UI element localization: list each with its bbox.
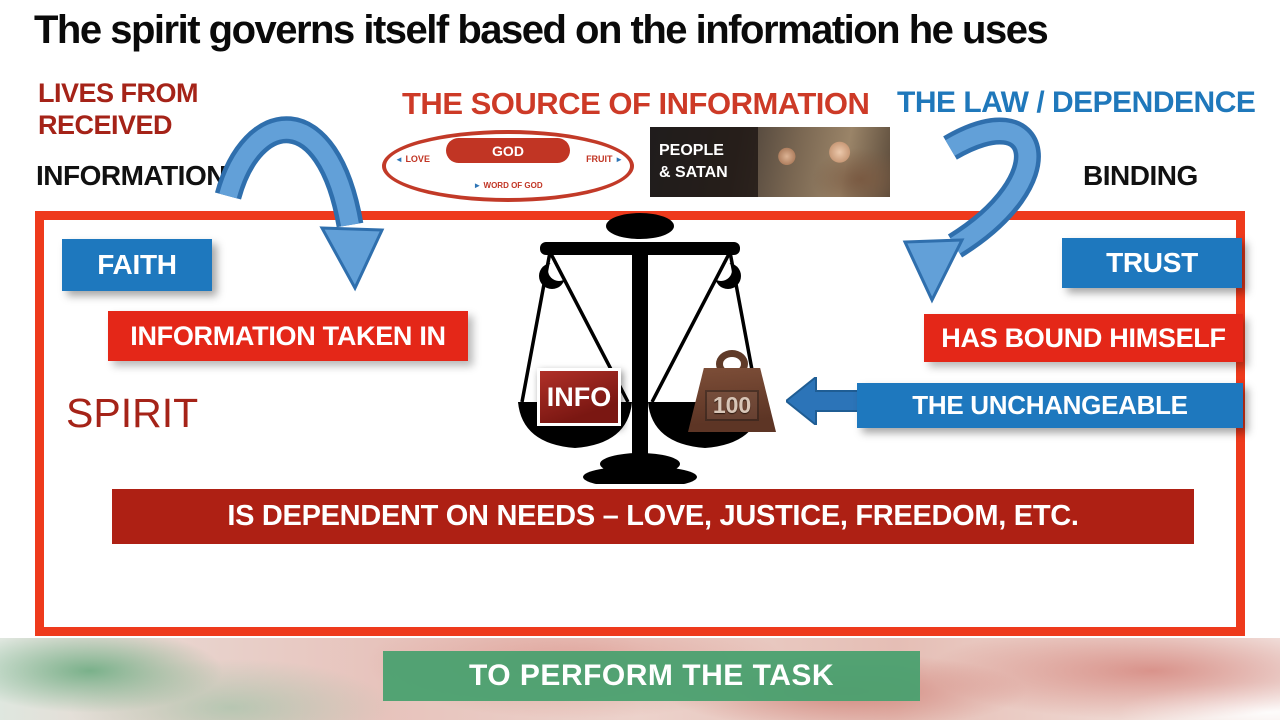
photo-caption: PEOPLE & SATAN	[650, 127, 758, 197]
dependent-on-needs-banner: IS DEPENDENT ON NEEDS – LOVE, JUSTICE, F…	[112, 489, 1194, 544]
weight-100-graphic: 100	[688, 350, 776, 432]
fruit-text: FRUIT	[586, 154, 613, 164]
source-of-information-header: THE SOURCE OF INFORMATION	[402, 86, 870, 121]
love-text: LOVE	[405, 154, 430, 164]
info-weight-box: INFO	[537, 368, 621, 426]
information-label: INFORMATION	[36, 160, 226, 191]
god-cycle-diagram: GOD ◄ LOVE FRUIT ► ► WORD OF GOD	[382, 130, 634, 202]
has-bound-himself-box: HAS BOUND HIMSELF	[924, 314, 1243, 362]
photo-caption-line2: & SATAN	[659, 164, 728, 181]
photo-caption-line1: PEOPLE	[659, 142, 724, 160]
information-taken-in-box: INFORMATION TAKEN IN	[108, 311, 468, 361]
faith-box: FAITH	[62, 239, 212, 291]
arrow-left-icon: ◄	[395, 155, 403, 164]
perform-task-banner: TO PERFORM THE TASK	[383, 651, 920, 701]
love-label: ◄ LOVE	[395, 154, 430, 164]
trust-box: TRUST	[1062, 238, 1242, 288]
people-satan-photo: PEOPLE & SATAN	[650, 127, 890, 197]
received-line: RECEIVED	[38, 109, 173, 140]
lives-from-line: LIVES FROM	[38, 78, 199, 108]
spirit-label: SPIRIT	[66, 390, 199, 436]
arrow-right-icon: ►	[473, 181, 482, 190]
balance-scale-graphic	[440, 212, 840, 488]
slide-title: The spirit governs itself based on the i…	[34, 8, 1049, 52]
fruit-label: FRUIT ►	[586, 154, 623, 164]
god-pill: GOD	[446, 138, 570, 163]
weight-value: 100	[704, 389, 760, 421]
lives-from-received-label: LIVES FROM RECEIVED	[38, 78, 199, 142]
cycle-ellipse-outline	[382, 130, 634, 202]
arrow-right-icon: ►	[615, 155, 623, 164]
the-unchangeable-box: THE UNCHANGEABLE	[857, 383, 1243, 428]
word-of-god-text: WORD OF GOD	[483, 181, 543, 190]
left-pointing-arrow-icon	[786, 377, 862, 425]
weight-body: 100	[688, 368, 776, 432]
binding-label: BINDING	[1083, 160, 1198, 191]
law-dependence-header: THE LAW / DEPENDENCE	[897, 86, 1256, 119]
word-of-god-label: ► WORD OF GOD	[473, 181, 542, 190]
balance-scale-svg	[518, 213, 762, 488]
